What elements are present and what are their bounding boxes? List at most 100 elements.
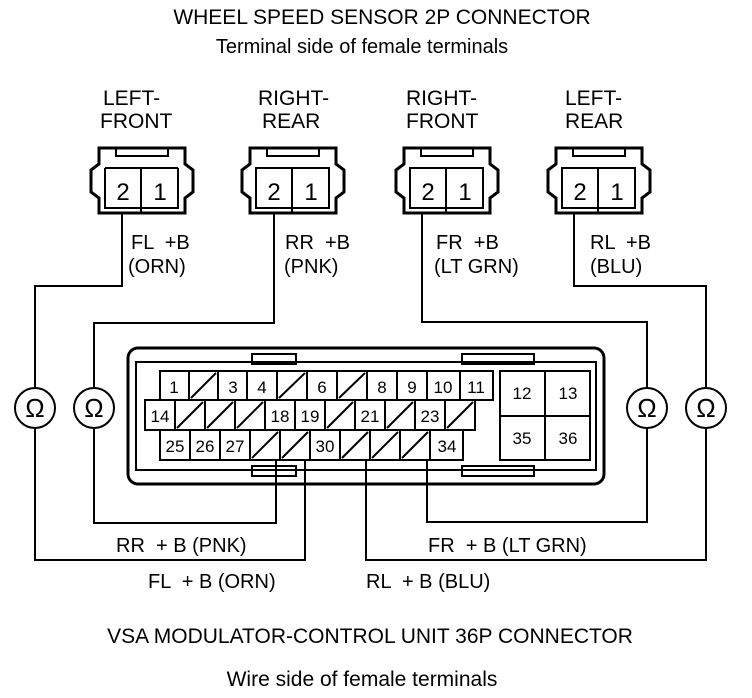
pin-cell-blank-mark (278, 372, 306, 399)
pin-cell-blank-mark (326, 401, 354, 429)
sensor-wire-label: RR +B (285, 232, 350, 254)
sensor-connector-latch (115, 148, 169, 157)
pin-label: 14 (151, 407, 170, 426)
sensor-connector-body (394, 146, 500, 215)
connector-tab-top-right (461, 353, 535, 365)
connector-tab-bottom-right (461, 465, 535, 477)
pin-cell-blank-mark (176, 401, 204, 429)
vsa-36p-connector: 1 3 4 6 8 9 10 11 (126, 346, 606, 486)
sensor-pin-2: 2 (116, 179, 129, 206)
pin-cell-blank-mark (190, 372, 217, 399)
sensor-wire-label: RL +B (590, 232, 651, 254)
pin-label: 36 (559, 429, 578, 448)
ohm-circle-rr (73, 387, 115, 429)
pin-cell (414, 399, 446, 431)
sensor-wire-label: FL +B (131, 232, 190, 254)
sensor-name-line1: LEFT- (565, 87, 622, 110)
connector-inner-frame (135, 361, 597, 471)
ohm-symbol: Ω (696, 393, 715, 423)
sensor-connector-body (240, 146, 346, 215)
pin-cell-large (499, 415, 546, 461)
sensor-wire-color: (LT GRN) (434, 256, 519, 278)
sensor-pin-2: 2 (267, 179, 280, 206)
pin-label: 23 (421, 407, 440, 426)
pin-label: 21 (361, 407, 380, 426)
wire-rr (93, 213, 275, 388)
label-rr-lower: RR + B (PNK) (116, 535, 247, 557)
sensor-pin-frame (255, 167, 330, 209)
label-rl-lower: RL + B (BLU) (366, 571, 490, 593)
wire-rl (573, 213, 707, 388)
pin-cell-blank-mark (281, 431, 309, 459)
pin-cell-blank-mark (236, 401, 264, 429)
pin-label: 19 (301, 407, 320, 426)
sensor-pin-1: 1 (610, 179, 623, 206)
sensor-wire-color: (PNK) (284, 256, 338, 278)
sensor-name-line1: RIGHT- (406, 87, 477, 110)
pin-label: 12 (513, 384, 532, 403)
pin-label: 6 (317, 378, 326, 397)
sensor-pin-1: 1 (458, 179, 471, 206)
footer-title: VSA MODULATOR-CONTROL UNIT 36P CONNECTOR (107, 625, 633, 648)
sensor-wire-label: FR +B (436, 232, 499, 254)
sensor-pin-2: 2 (421, 179, 434, 206)
wires (34, 213, 707, 561)
pin-cell-blank-mark (206, 401, 234, 429)
pin-cell-blank-mark (401, 431, 429, 459)
connector-tab-top-left (251, 353, 297, 365)
pin-label: 27 (226, 437, 245, 456)
sensor-connector-latch (572, 148, 626, 157)
ohm-symbol: Ω (637, 393, 656, 423)
sensor-right-front: RIGHT- FRONT 2 1 FR +B (LT GRN) (394, 87, 519, 278)
sensor-connector-latch (266, 148, 320, 157)
pin-label: 8 (377, 378, 386, 397)
wire-fr-lower (426, 428, 648, 523)
pin-label: 9 (407, 378, 416, 397)
pin-cell (459, 370, 494, 401)
sensor-left-front: LEFT- FRONT 2 1 FL +B (ORN) (89, 87, 195, 278)
pin-label: 3 (228, 378, 237, 397)
ohm-symbol: Ω (25, 393, 44, 423)
sensor-pin-frame (409, 167, 484, 209)
ohm-circle-fr (626, 387, 668, 429)
ohm-circle-rl (685, 387, 727, 429)
footer-subtitle: Wire side of female terminals (227, 668, 498, 691)
wire-fl (34, 213, 123, 388)
sensor-pin-frame (104, 167, 179, 209)
pin-cell-blank-mark (341, 431, 369, 459)
pin-label: 10 (434, 378, 453, 397)
connector-housing (126, 346, 606, 486)
sensor-name-line2: REAR (565, 110, 623, 133)
sensor-wire-color: (BLU) (590, 256, 642, 278)
sensor-wire-color: (ORN) (128, 256, 186, 278)
pin-cell-blank-mark (251, 431, 279, 459)
diagram-subtitle: Terminal side of female terminals (216, 36, 508, 58)
pin-label: 25 (166, 437, 185, 456)
sensor-pin-2: 2 (573, 179, 586, 206)
pin-label: 30 (316, 437, 335, 456)
pin-label: 34 (438, 437, 457, 456)
ohmmeters: Ω Ω Ω Ω (14, 387, 727, 429)
wire-rl-lower (365, 428, 707, 561)
sensor-name-line2: FRONT (100, 110, 172, 133)
pin-cell-blank-mark (371, 431, 399, 459)
diagram-title: WHEEL SPEED SENSOR 2P CONNECTOR (173, 6, 590, 29)
pin-cell (366, 370, 398, 401)
pin-cell (159, 370, 190, 401)
connector-row-1: 1 3 4 6 8 9 10 11 (159, 370, 494, 401)
connector-tab-bottom-left (251, 465, 297, 477)
pin-cell-large (499, 370, 546, 417)
pin-label: 11 (467, 378, 485, 397)
sensor-connector-body (89, 146, 195, 215)
ohm-symbol: Ω (84, 393, 103, 423)
wire-fr (421, 213, 648, 388)
sensor-connector-body (546, 146, 652, 215)
wire-rr-lower (93, 428, 277, 524)
pin-label: 13 (559, 384, 578, 403)
connector-row-3: 25 26 27 30 34 (159, 429, 464, 461)
pin-cell (429, 429, 464, 461)
pin-cell-blank-mark (446, 401, 474, 429)
connector-row-2: 14 18 19 21 23 (144, 399, 476, 431)
pin-cell-large (544, 370, 591, 417)
